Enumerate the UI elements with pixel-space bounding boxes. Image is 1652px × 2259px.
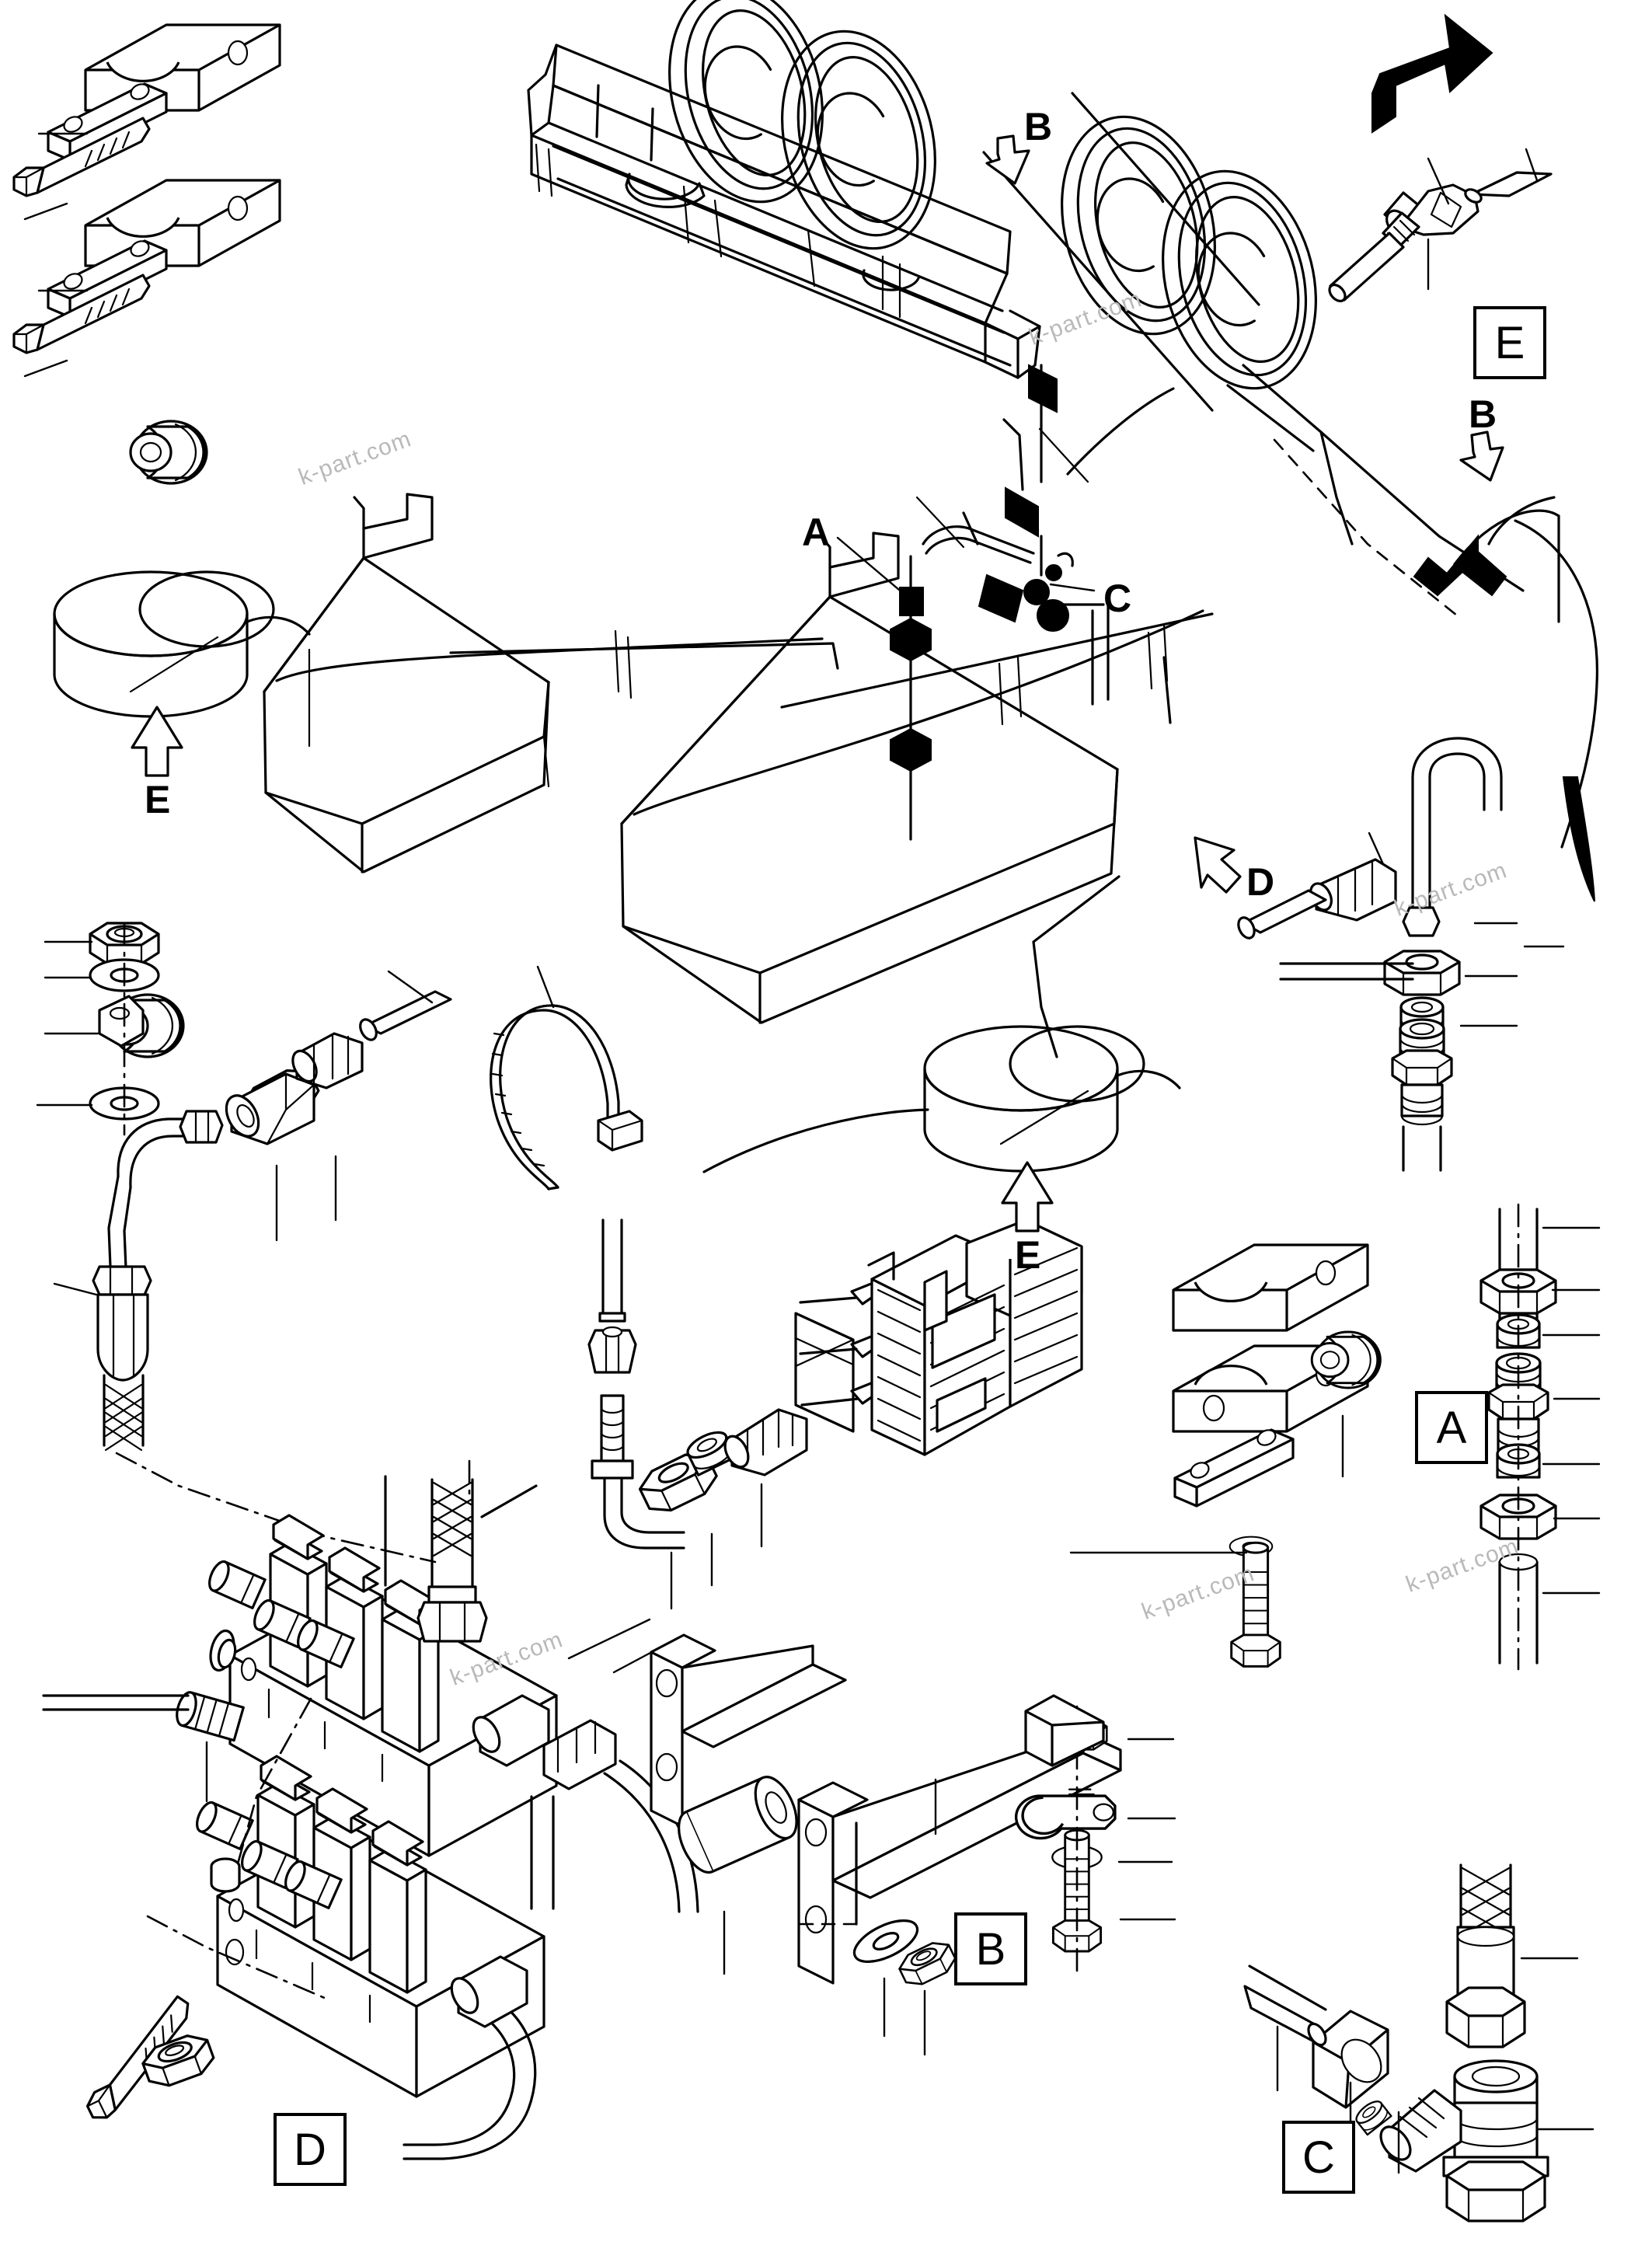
leader-c xyxy=(1049,583,1096,592)
detail-c-tee xyxy=(1243,1863,1594,2222)
distributor-block-lower xyxy=(60,1697,545,2160)
grommet-part xyxy=(129,420,208,485)
section-f-arrow xyxy=(1371,13,1493,134)
leader-label-c: C xyxy=(1103,577,1132,620)
arrow-label-b-top: B xyxy=(1024,105,1053,148)
detail-box-b[interactable]: B xyxy=(954,1912,1027,1985)
view-arrow-e-left xyxy=(131,706,183,777)
right-hose-fitting-assembly xyxy=(1237,737,1565,1172)
sheave-group xyxy=(646,0,1340,406)
marker-chain-a xyxy=(836,536,932,841)
bracket-detail-b xyxy=(650,1633,1176,2056)
arrow-label-d: D xyxy=(1246,860,1275,904)
hose-reel-right xyxy=(702,1025,1181,1173)
arrow-label-e-left: E xyxy=(145,778,171,821)
frame-connector-markers xyxy=(962,364,1105,632)
detail-box-c[interactable]: C xyxy=(1282,2121,1355,2194)
boom-frame-structure xyxy=(527,44,1041,379)
cable-tie xyxy=(490,965,643,1191)
view-arrow-e-right xyxy=(1001,1161,1054,1232)
hose-clamp-stack xyxy=(36,922,185,1136)
clamp-assembly-lower-left xyxy=(12,179,281,485)
view-arrow-b-right xyxy=(1459,431,1504,482)
view-arrow-d xyxy=(1194,836,1242,894)
leader-label-a: A xyxy=(802,511,831,554)
detail-box-e[interactable]: E xyxy=(1473,306,1546,379)
arrow-label-b-right: B xyxy=(1469,392,1497,436)
frame-hose-routing xyxy=(915,387,1175,564)
attachment-body-left xyxy=(263,493,839,873)
detail-box-d[interactable]: D xyxy=(274,2113,347,2186)
detail-e-hose-fitting xyxy=(1328,148,1553,303)
clamp-assembly-upper-left xyxy=(12,23,281,221)
detail-a-clamp xyxy=(1069,1243,1382,1668)
boom-arm-outlines xyxy=(982,92,1599,902)
valve-block-assembly xyxy=(587,1218,1083,1610)
hose-elbow-assembly xyxy=(53,970,452,1564)
detail-a-union-stack xyxy=(1479,1203,1601,1671)
detail-box-a[interactable]: A xyxy=(1415,1391,1488,1464)
hose-reel-left xyxy=(53,570,311,718)
arrow-label-e-right: E xyxy=(1015,1233,1041,1277)
attachment-body-right xyxy=(620,532,1214,1058)
view-arrow-b-top xyxy=(985,134,1030,185)
